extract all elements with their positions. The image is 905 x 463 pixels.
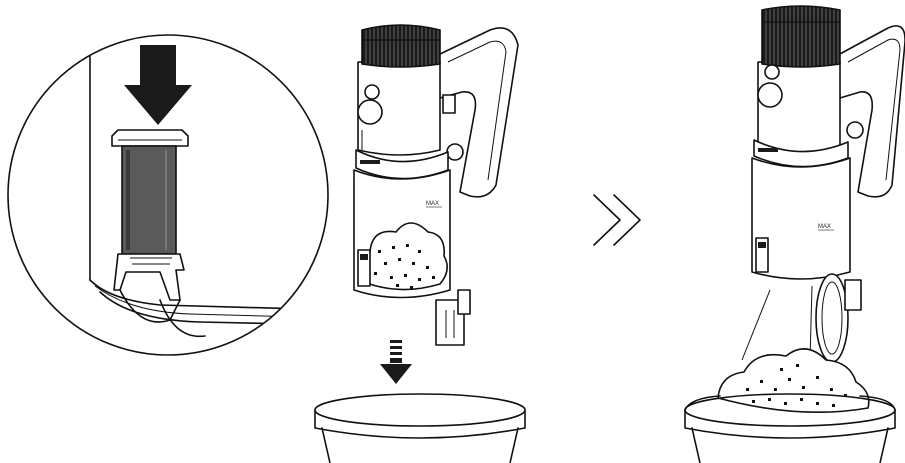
trash-bin-after bbox=[685, 394, 895, 463]
top-cap bbox=[762, 6, 840, 67]
max-label: MAX bbox=[818, 224, 831, 230]
max-label: MAX bbox=[426, 201, 439, 207]
latch-cap bbox=[112, 130, 188, 146]
latch-slot bbox=[122, 146, 176, 254]
power-button bbox=[365, 85, 379, 99]
trash-bin-before bbox=[315, 394, 525, 463]
vacuum-before: MAX bbox=[315, 25, 525, 463]
next-step-arrow-icon bbox=[594, 195, 640, 245]
mode-button bbox=[358, 100, 382, 124]
drop-arrow-icon bbox=[380, 340, 412, 384]
closeup-panel bbox=[8, 35, 340, 355]
open-lid bbox=[816, 274, 848, 362]
vacuum-after: MAX bbox=[685, 6, 905, 463]
top-cap bbox=[362, 25, 440, 67]
